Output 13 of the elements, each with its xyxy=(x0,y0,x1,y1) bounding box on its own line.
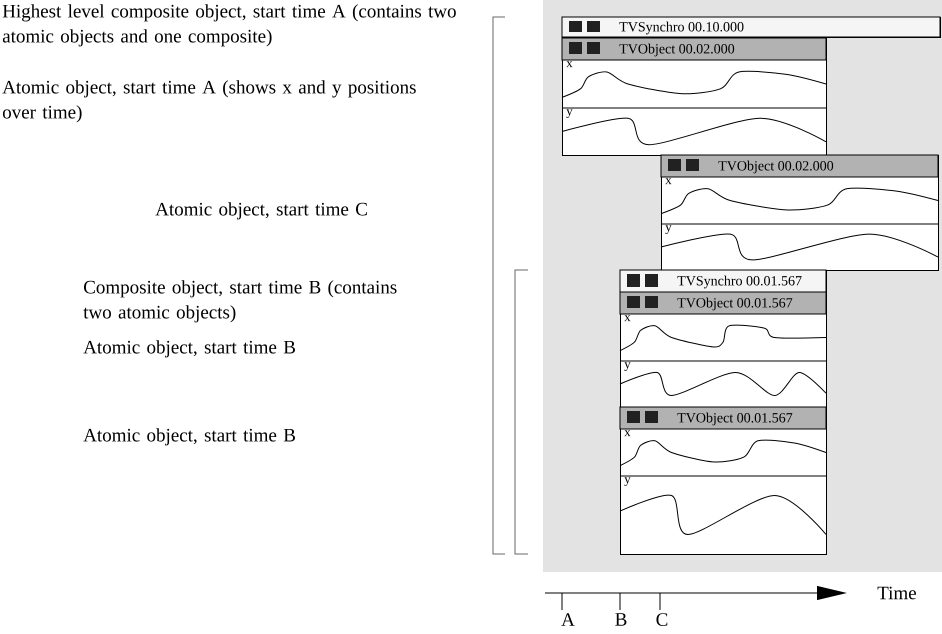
description-text: Composite object, start time B (contains two atomic objects) xyxy=(83,280,397,322)
tick-label: B xyxy=(615,613,626,626)
axis-label: Time xyxy=(878,586,916,600)
tick-label: A xyxy=(561,613,575,626)
description-text: Atomic object, start time B xyxy=(83,340,295,358)
description-text: Atomic object, start time B xyxy=(83,428,295,446)
header-bar: TVSynchro 00.10.000 xyxy=(562,16,941,38)
description-text: Atomic object, start time A (shows x and y positions over time) xyxy=(2,80,416,122)
description-text: Atomic object, start time C xyxy=(155,202,367,220)
header-bar: TVSynchro 00.01.567 xyxy=(620,270,827,293)
description-text: Highest level composite object, start time A (contains two atomic objects and one composite) xyxy=(2,4,456,46)
tick-label: C xyxy=(656,613,668,626)
object-window: TVObject 00.01.567 x y xyxy=(620,406,827,555)
